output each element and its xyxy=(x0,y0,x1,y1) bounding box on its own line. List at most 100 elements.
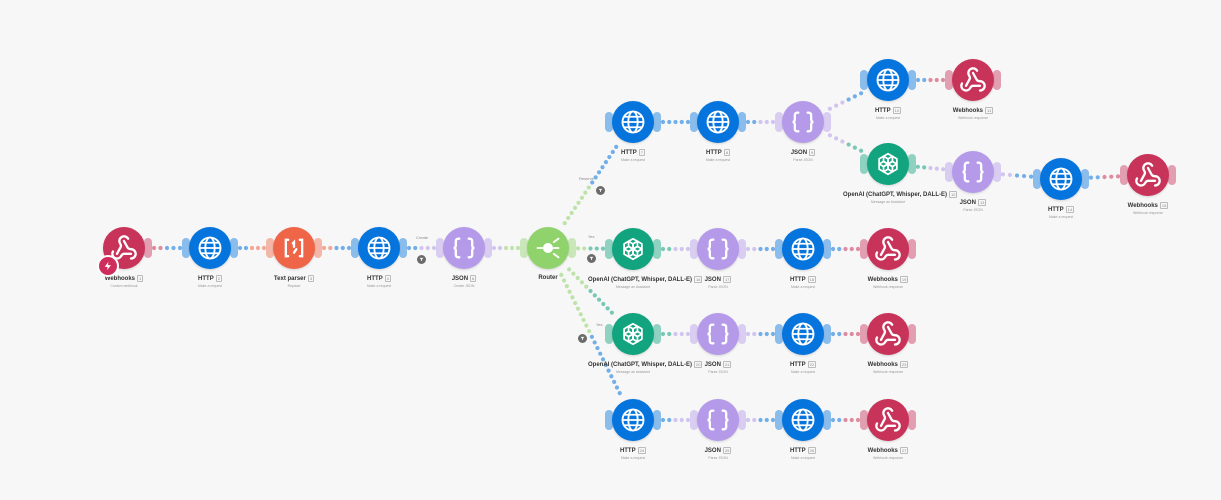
output-port[interactable] xyxy=(1081,169,1089,189)
input-port[interactable] xyxy=(860,154,868,174)
module-circle[interactable] xyxy=(605,399,661,441)
output-port[interactable] xyxy=(908,70,916,90)
module-circle[interactable] xyxy=(860,399,916,441)
output-port[interactable] xyxy=(653,239,661,259)
input-port[interactable] xyxy=(775,112,783,132)
module-circle[interactable] xyxy=(945,59,1001,101)
module-circle[interactable] xyxy=(605,228,661,270)
module-circle[interactable] xyxy=(775,228,831,270)
output-port[interactable] xyxy=(653,324,661,344)
module-circle[interactable] xyxy=(605,101,661,143)
module-circle[interactable] xyxy=(690,101,746,143)
input-port[interactable] xyxy=(775,239,783,259)
connection-line-24[interactable] xyxy=(745,417,776,423)
connection-line-16[interactable] xyxy=(745,246,776,252)
input-port[interactable] xyxy=(775,410,783,430)
output-port[interactable] xyxy=(993,70,1001,90)
output-port[interactable] xyxy=(230,238,238,258)
connection-line-19[interactable] xyxy=(660,331,691,337)
connection-line-3[interactable] xyxy=(406,245,437,251)
module-circle[interactable] xyxy=(775,313,831,355)
input-port[interactable] xyxy=(775,324,783,344)
connection-line-23[interactable] xyxy=(660,417,691,423)
output-port[interactable] xyxy=(484,238,492,258)
input-port[interactable] xyxy=(182,238,190,258)
output-port[interactable] xyxy=(823,239,831,259)
module-circle[interactable] xyxy=(860,313,916,355)
input-port[interactable] xyxy=(690,239,698,259)
input-port[interactable] xyxy=(690,410,698,430)
input-port[interactable] xyxy=(690,324,698,344)
connection-line-6[interactable] xyxy=(660,119,691,125)
connection-line-25[interactable] xyxy=(830,417,861,423)
output-port[interactable] xyxy=(738,324,746,344)
input-port[interactable] xyxy=(605,239,613,259)
filter-icon[interactable] xyxy=(586,253,596,263)
input-port[interactable] xyxy=(351,238,359,258)
input-port[interactable] xyxy=(860,410,868,430)
module-circle[interactable] xyxy=(945,151,1001,193)
input-port[interactable] xyxy=(690,112,698,132)
connection-line-21[interactable] xyxy=(830,331,861,337)
input-port[interactable] xyxy=(1120,165,1128,185)
output-port[interactable] xyxy=(993,162,1001,182)
connection-line-12[interactable] xyxy=(1000,172,1034,179)
connection-line-8[interactable] xyxy=(827,91,864,111)
output-port[interactable] xyxy=(653,410,661,430)
input-port[interactable] xyxy=(520,238,528,258)
input-port[interactable] xyxy=(605,410,613,430)
connection-line-17[interactable] xyxy=(830,246,861,252)
module-circle[interactable] xyxy=(690,313,746,355)
module-circle[interactable] xyxy=(520,227,576,269)
connection-line-15[interactable] xyxy=(660,246,691,252)
module-circle[interactable] xyxy=(436,227,492,269)
output-port[interactable] xyxy=(738,239,746,259)
module-circle[interactable] xyxy=(1120,154,1176,196)
output-port[interactable] xyxy=(823,324,831,344)
output-port[interactable] xyxy=(908,239,916,259)
module-circle[interactable] xyxy=(1033,158,1089,200)
output-port[interactable] xyxy=(823,112,831,132)
input-port[interactable] xyxy=(1033,169,1041,189)
connection-line-9[interactable] xyxy=(915,77,946,83)
output-port[interactable] xyxy=(653,112,661,132)
input-port[interactable] xyxy=(266,238,274,258)
input-port[interactable] xyxy=(436,238,444,258)
output-port[interactable] xyxy=(908,410,916,430)
output-port[interactable] xyxy=(568,238,576,258)
module-circle[interactable] xyxy=(860,228,916,270)
module-circle[interactable] xyxy=(775,399,831,441)
module-circle[interactable] xyxy=(860,59,916,101)
connection-line-4[interactable] xyxy=(491,245,521,251)
connection-line-11[interactable] xyxy=(915,164,946,172)
module-circle[interactable] xyxy=(605,313,661,355)
filter-icon[interactable] xyxy=(416,254,426,264)
output-port[interactable] xyxy=(908,324,916,344)
output-port[interactable] xyxy=(314,238,322,258)
filter-icon[interactable] xyxy=(577,333,587,343)
connection-line-0[interactable] xyxy=(151,245,183,251)
connection-line-22[interactable] xyxy=(559,272,622,396)
module-circle[interactable] xyxy=(182,227,238,269)
module-circle[interactable] xyxy=(690,228,746,270)
